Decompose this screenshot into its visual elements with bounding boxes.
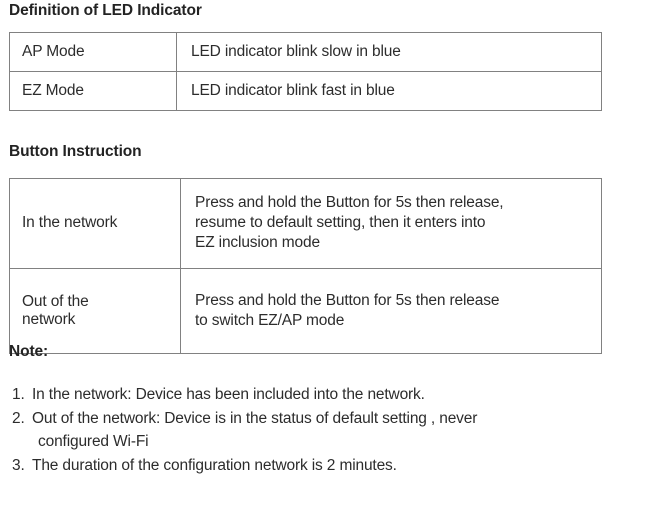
action-line: EZ inclusion mode xyxy=(195,233,320,251)
cell-ez-mode-label: EZ Mode xyxy=(9,71,177,111)
list-item: 2. Out of the network: Device is in the … xyxy=(12,407,642,454)
cell-in-the-network-label: In the network xyxy=(9,178,181,269)
cell-out-of-the-network-action: Press and hold the Button for 5s then re… xyxy=(180,268,602,354)
table-row: In the network Press and hold the Button… xyxy=(9,178,602,269)
cell-in-the-network-action: Press and hold the Button for 5s then re… xyxy=(180,178,602,269)
cell-ez-mode-description: LED indicator blink fast in blue xyxy=(176,71,602,111)
list-item-text: In the network: Device has been included… xyxy=(32,386,425,403)
list-item-text-continued: configured Wi-Fi xyxy=(38,433,149,451)
table-row: AP Mode LED indicator blink slow in blue xyxy=(9,32,602,72)
table-row: EZ Mode LED indicator blink fast in blue xyxy=(9,71,602,111)
note-list: 1. In the network: Device has been inclu… xyxy=(12,383,642,477)
led-indicator-table: AP Mode LED indicator blink slow in blue… xyxy=(9,32,602,111)
list-item-number: 1. xyxy=(12,386,25,403)
heading-button-instruction: Button Instruction xyxy=(9,143,142,160)
list-item-text: Out of the network: Device is in the sta… xyxy=(32,409,478,427)
list-item-text: The duration of the configuration networ… xyxy=(32,456,397,474)
list-item-number: 3. xyxy=(12,456,25,474)
cell-ap-mode-label: AP Mode xyxy=(9,32,177,72)
table-row: Out of the network Press and hold the Bu… xyxy=(9,268,602,354)
action-line: Press and hold the Button for 5s then re… xyxy=(195,291,500,309)
button-instruction-table: In the network Press and hold the Button… xyxy=(9,178,602,354)
action-line: resume to default setting, then it enter… xyxy=(195,214,486,232)
action-line: to switch EZ/AP mode xyxy=(195,311,345,329)
list-item: 3. The duration of the configuration net… xyxy=(12,454,642,478)
list-item-number: 2. xyxy=(12,409,25,427)
action-line: Press and hold the Button for 5s then re… xyxy=(195,194,504,212)
heading-note: Note: xyxy=(9,343,49,360)
cell-out-of-the-network-label: Out of the network xyxy=(9,268,181,354)
cell-ap-mode-description: LED indicator blink slow in blue xyxy=(176,32,602,72)
list-item: 1. In the network: Device has been inclu… xyxy=(12,383,642,407)
heading-definition-of-led-indicator: Definition of LED Indicator xyxy=(9,2,202,19)
state-line: network xyxy=(22,310,76,328)
state-line: Out of the xyxy=(22,292,89,310)
